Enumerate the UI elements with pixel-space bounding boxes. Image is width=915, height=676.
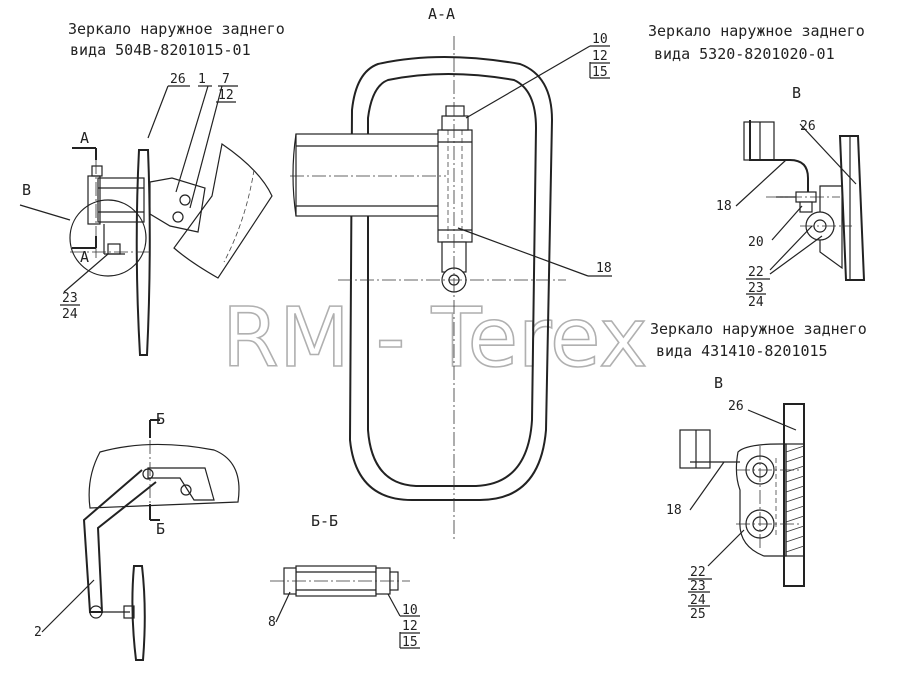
view-v-5320 [735, 120, 866, 281]
watermark: RM - Terex [222, 291, 648, 386]
v431410-clamp [735, 443, 787, 557]
cut-mark-a-top [72, 147, 97, 160]
aa-mirror-frame-inner [367, 73, 538, 487]
mirror-504-arm [149, 177, 206, 233]
callout-aa-12: 12 [592, 49, 608, 64]
callout-left-2: 2 [34, 625, 42, 640]
section-label-bb: Б-Б [311, 512, 338, 530]
section-label-aa: А-А [428, 5, 455, 23]
arm-2-rod [82, 469, 157, 613]
callout-aa-18: 18 [596, 261, 612, 276]
cut-mark-a-bottom [72, 236, 97, 249]
title-mirror-5320-line2: вида 5320-8201020-01 [654, 45, 835, 63]
callout-tr-23: 23 [748, 281, 764, 296]
callout-left-1: 1 [198, 72, 206, 87]
aa-mirror-frame-outer [348, 56, 554, 501]
view-label-v-top: В [792, 84, 801, 102]
cut-label-a-top: А [80, 129, 89, 147]
callout-left-7: 7 [222, 72, 230, 87]
title-mirror-431410-line1: Зеркало наружное заднего [650, 320, 867, 338]
callout-tr-22: 22 [748, 265, 764, 280]
title-mirror-431410: Зеркало наружное заднего вида 431410-820… [650, 320, 867, 360]
callout-br-24: 24 [690, 593, 706, 608]
assembly-arm-2 [41, 419, 240, 661]
section-aa-view [290, 36, 612, 540]
view-label-v-bottom: В [714, 374, 723, 392]
cut-label-b-bottom: Б [156, 520, 165, 538]
mirror-504-bracket [97, 177, 145, 223]
callout-br-26: 26 [728, 399, 744, 414]
callout-bb-15: 15 [402, 635, 418, 650]
callout-tr-18: 18 [716, 199, 732, 214]
arm-2-lens [131, 565, 146, 661]
mirror-504-door [173, 142, 273, 279]
callout-aa-15: 15 [592, 65, 608, 80]
title-mirror-5320-line1: Зеркало наружное заднего [648, 22, 865, 40]
title-mirror-5320: Зеркало наружное заднего вида 5320-82010… [648, 22, 865, 63]
callout-aa-10: 10 [592, 32, 608, 47]
callout-tr-20: 20 [748, 235, 764, 250]
callout-left-24: 24 [62, 307, 78, 322]
callout-left-23: 23 [62, 291, 78, 306]
view-v-431410 [679, 403, 805, 587]
callout-left-12: 12 [218, 88, 234, 103]
callout-left-26: 26 [170, 72, 186, 87]
callout-br-18: 18 [666, 503, 682, 518]
title-mirror-431410-line2: вида 431410-8201015 [656, 342, 828, 360]
callout-br-23: 23 [690, 579, 706, 594]
view-label-v-left: В [22, 181, 31, 199]
section-bb-view [270, 565, 420, 623]
aa-tube [295, 133, 441, 217]
v5320-rod [749, 120, 809, 196]
assembly-mirror-504 [19, 85, 273, 356]
title-mirror-504-line1: Зеркало наружное заднего [68, 20, 285, 38]
callout-tr-24: 24 [748, 295, 764, 310]
v5320-lens [838, 135, 866, 281]
v431410-lens [783, 403, 805, 587]
title-mirror-504: Зеркало наружное заднего вида 504В-82010… [68, 20, 285, 59]
cut-label-b-top: Б [156, 410, 165, 428]
callout-bb-8: 8 [268, 615, 276, 630]
callout-tr-26: 26 [800, 119, 816, 134]
callout-br-25: 25 [690, 607, 706, 622]
view-circle-v [69, 199, 147, 277]
callout-bb-12: 12 [402, 619, 418, 634]
arm-2-cabin [88, 443, 240, 509]
cut-label-a-bottom: А [80, 248, 89, 266]
title-mirror-504-line2: вида 504В-8201015-01 [70, 41, 251, 59]
callout-br-22: 22 [690, 565, 706, 580]
callout-bb-10: 10 [402, 603, 418, 618]
aa-clamp-block [437, 129, 473, 243]
